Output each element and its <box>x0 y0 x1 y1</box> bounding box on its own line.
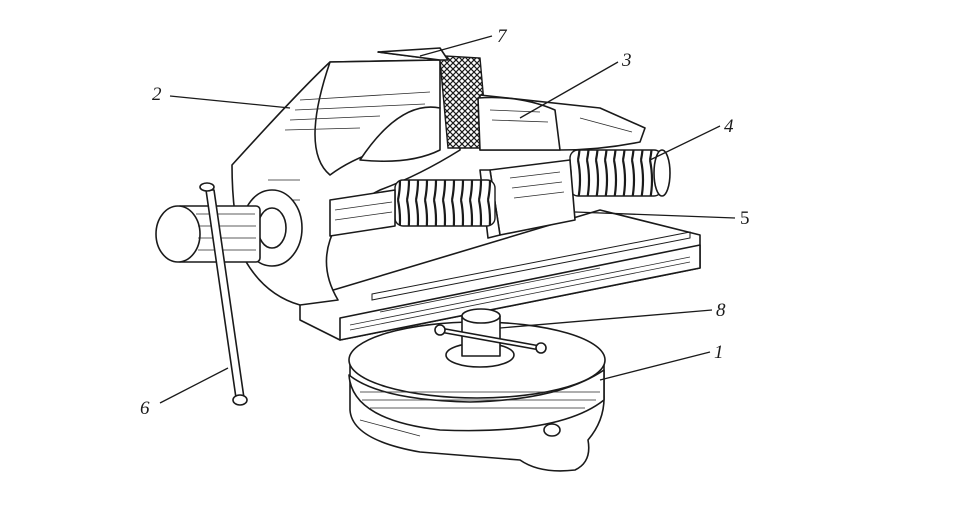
callout-3: 3 <box>621 50 632 71</box>
jaw-plates <box>377 47 489 149</box>
guide-bed <box>299 209 701 341</box>
lead-screw-left <box>329 179 496 237</box>
leader-lines <box>159 35 736 404</box>
callout-5: 5 <box>740 208 750 229</box>
moving-jaw <box>477 94 646 151</box>
callout-8: 8 <box>716 300 726 321</box>
locking-stud <box>434 308 547 368</box>
callout-4: 4 <box>724 116 734 137</box>
handle <box>155 182 261 406</box>
callout-2: 2 <box>152 84 162 105</box>
callout-6: 6 <box>140 398 150 419</box>
callout-7: 7 <box>497 26 508 47</box>
callout-1: 1 <box>714 342 724 363</box>
